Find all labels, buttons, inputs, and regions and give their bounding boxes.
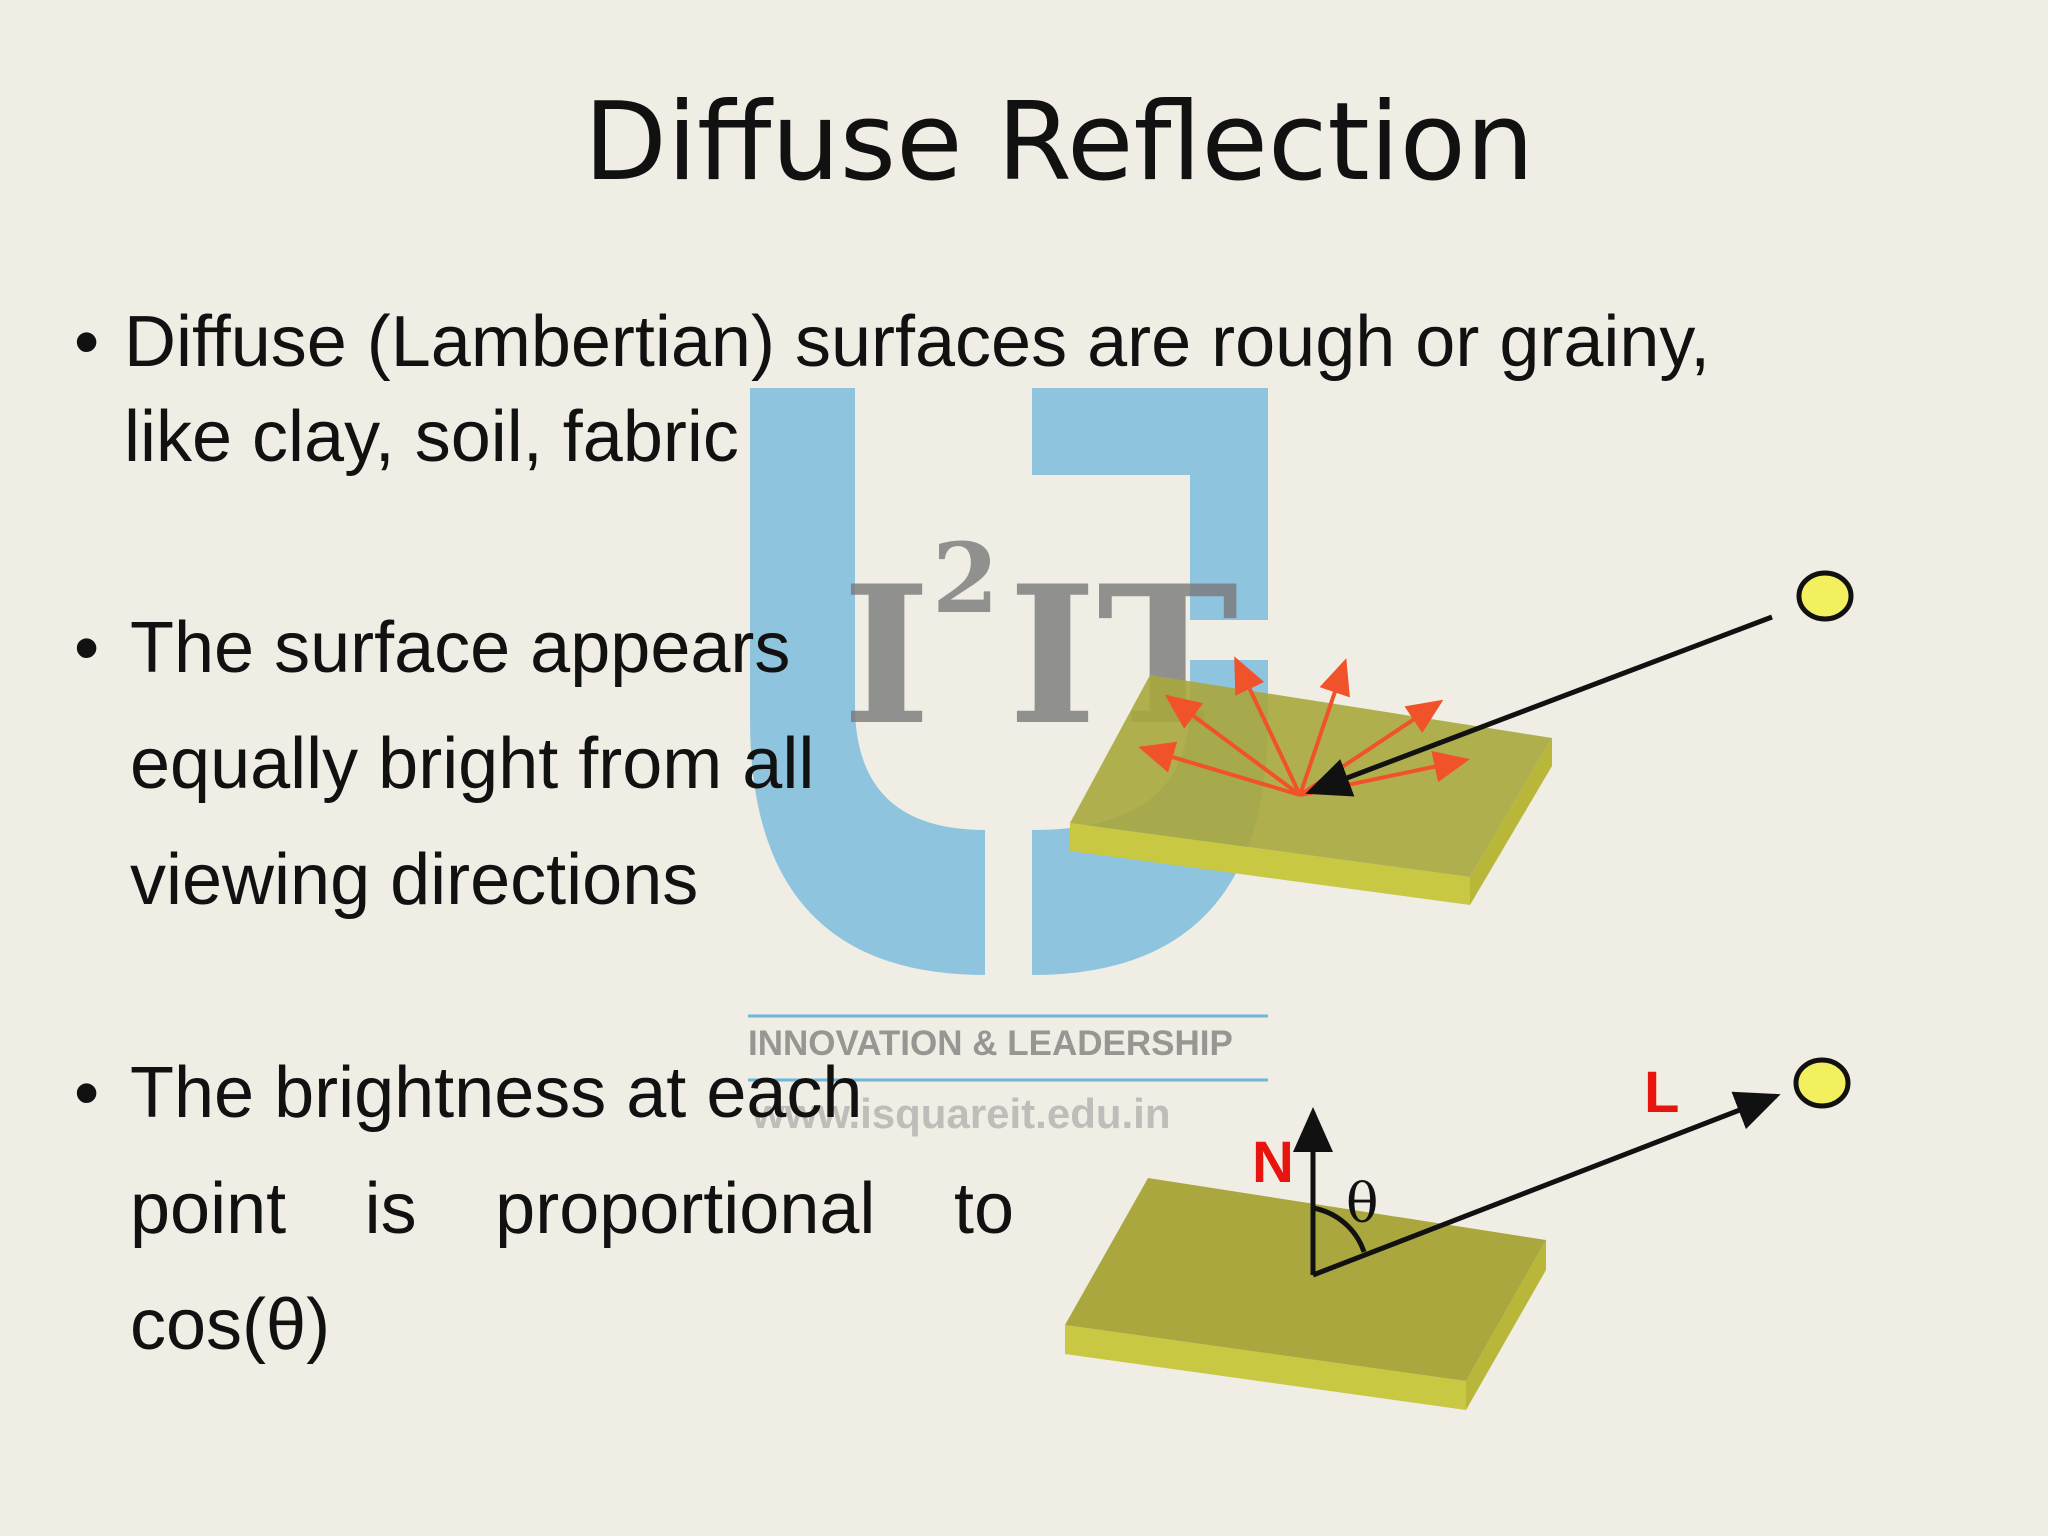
angle-arc [1312, 1205, 1367, 1253]
surface-2-side-front [1065, 1325, 1466, 1410]
surface-1-side-right [1470, 738, 1552, 905]
bullet-dot: • [74, 608, 100, 688]
bullet-dot: • [74, 302, 100, 382]
watermark-url: www.isquareit.edu.in [752, 1090, 1171, 1137]
watermark-tagline: INNOVATION & LEADERSHIP [748, 1024, 1233, 1063]
bullet-1-line-1: Diffuse (Lambertian) surfaces are rough … [124, 302, 1711, 382]
light-label: L [1644, 1060, 1679, 1125]
incident-ray [1305, 614, 1773, 797]
light-vector [1312, 1091, 1781, 1278]
bullet-2-line-3: viewing directions [130, 840, 699, 920]
bullet-dot: • [74, 1053, 100, 1133]
bullet-1-line-2: like clay, soil, fabric [124, 397, 739, 477]
light-source-2 [1793, 1057, 1851, 1109]
normal-label: N [1252, 1130, 1294, 1195]
light-source-1 [1796, 570, 1854, 622]
bullet-2-line-2: equally bright from all [130, 724, 815, 804]
bullet-3-line-3: cos(θ) [130, 1285, 331, 1365]
slide-title: Diffuse Reflection [583, 80, 1535, 205]
surface-1-side-front [1070, 823, 1470, 905]
bullet-3-line-1: The brightness at each [130, 1053, 863, 1133]
angle-label: θ [1346, 1172, 1379, 1235]
surface-2-side-right [1466, 1240, 1546, 1410]
bullet-3-line-2: point is proportional to [130, 1169, 1014, 1249]
diffuse-surface-diagram [1070, 570, 1854, 905]
lambert-cosine-diagram: N L θ [1065, 1057, 1851, 1410]
bullet-2-line-1: The surface appears [130, 608, 791, 688]
